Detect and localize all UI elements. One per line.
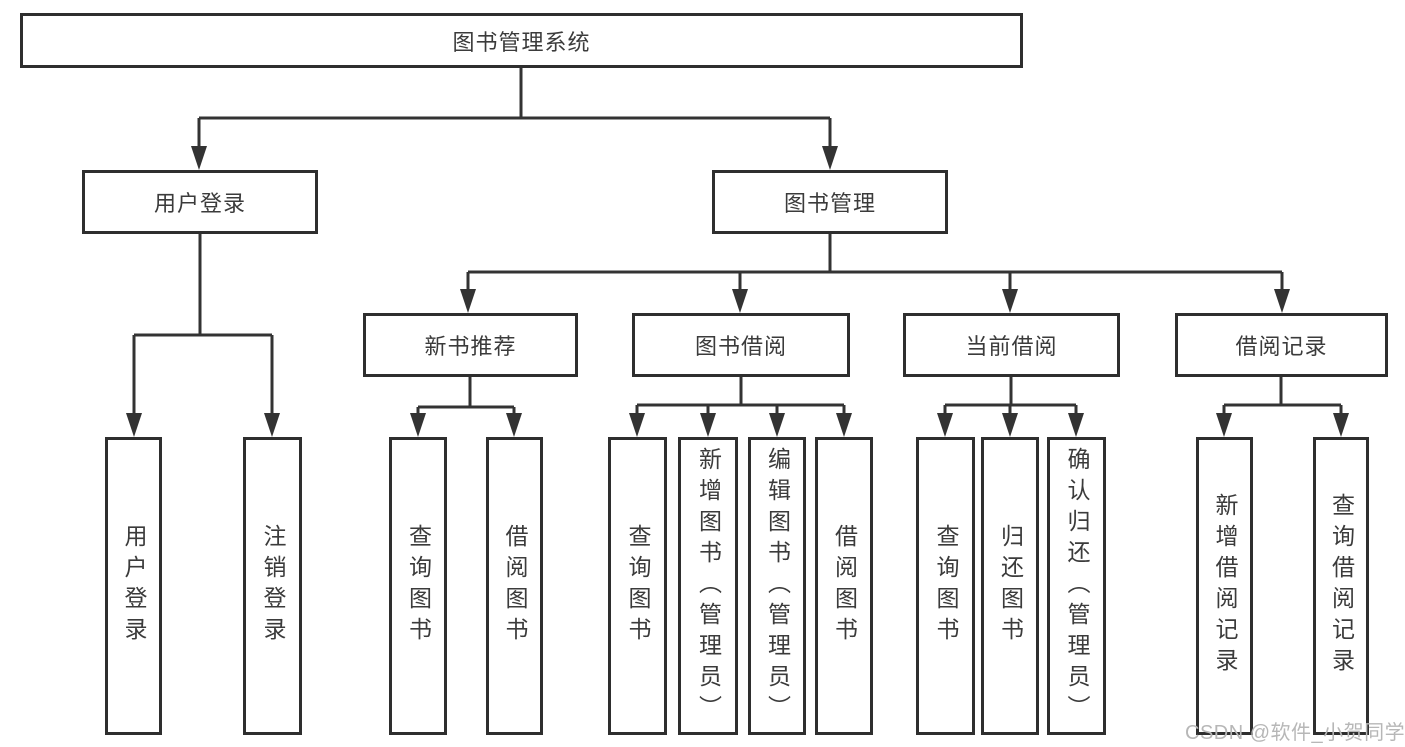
leaf-label: 查询借阅记录: [1328, 493, 1355, 679]
node-root: 图书管理系统: [20, 13, 1023, 68]
node-user-login-label: 用户登录: [153, 191, 246, 216]
leaf-label: 归还图书: [997, 524, 1024, 648]
arrow-down-icon: [836, 413, 852, 437]
leaf-label: 确认归还（管理员）: [1064, 446, 1090, 726]
node-current-borrow-label: 当前借阅: [965, 334, 1058, 359]
node-book-management-label: 图书管理: [783, 191, 876, 216]
connector-root-to-level2: [197, 68, 832, 150]
node-book-borrow-label: 图书借阅: [694, 334, 787, 359]
connector-bookmgmt-to-level3: [466, 234, 1284, 293]
leaf-confirm-return-admin: 确认归还（管理员）: [1047, 437, 1106, 735]
leaf-query-borrow-record: 查询借阅记录: [1313, 437, 1369, 735]
leaf-return-books: 归还图书: [981, 437, 1039, 735]
leaf-label: 编辑图书（管理员）: [764, 446, 791, 726]
connector-userlogin-to-leaves: [132, 234, 274, 417]
node-borrow-records: 借阅记录: [1175, 313, 1388, 377]
connector-bookborrow-to-leaves: [635, 377, 846, 417]
arrow-down-icon: [1068, 413, 1084, 437]
node-current-borrow: 当前借阅: [903, 313, 1120, 377]
node-root-label: 图书管理系统: [452, 29, 591, 55]
node-borrow-records-label: 借阅记录: [1235, 334, 1328, 359]
arrow-down-icon: [410, 413, 426, 437]
leaf-label: 借阅图书: [502, 524, 528, 648]
arrow-down-icon: [1002, 289, 1018, 313]
arrow-down-icon: [264, 413, 280, 437]
leaf-borrow-books-1: 借阅图书: [486, 437, 543, 735]
connector-currentborrow-to-leaves: [943, 377, 1078, 417]
leaf-query-books-3: 查询图书: [916, 437, 975, 735]
leaf-label: 用户登录: [121, 524, 147, 648]
leaf-logout: 注销登录: [243, 437, 302, 735]
leaf-borrow-books-2: 借阅图书: [815, 437, 873, 735]
arrow-down-icon: [1274, 289, 1290, 313]
leaf-query-books-1: 查询图书: [389, 437, 447, 735]
leaf-label: 查询图书: [933, 524, 959, 648]
leaf-label: 新增图书（管理员）: [695, 446, 722, 726]
leaf-label: 查询图书: [625, 524, 651, 648]
arrow-down-icon: [191, 146, 207, 170]
node-new-book-recommend-label: 新书推荐: [424, 334, 517, 359]
arrow-down-icon: [1216, 413, 1232, 437]
leaf-edit-books-admin: 编辑图书（管理员）: [748, 437, 806, 735]
leaf-add-borrow-record: 新增借阅记录: [1196, 437, 1253, 735]
arrow-down-icon: [937, 413, 953, 437]
arrow-down-icon: [629, 413, 645, 437]
leaf-label: 借阅图书: [831, 524, 858, 648]
leaf-label: 注销登录: [260, 524, 286, 648]
connector-borrowrecords-to-leaves: [1222, 377, 1343, 417]
leaf-query-books-2: 查询图书: [608, 437, 667, 735]
leaf-user-login: 用户登录: [105, 437, 162, 735]
leaf-label: 新增借阅记录: [1212, 493, 1238, 679]
arrow-down-icon: [460, 289, 476, 313]
arrow-down-icon: [1333, 413, 1349, 437]
node-user-login: 用户登录: [82, 170, 318, 234]
arrow-down-icon: [700, 413, 716, 437]
arrow-down-icon: [732, 289, 748, 313]
csdn-watermark: CSDN @软件_小贺同学: [1185, 722, 1405, 744]
node-book-management: 图书管理: [712, 170, 948, 234]
arrow-down-icon: [1002, 413, 1018, 437]
arrowheads: [126, 146, 1349, 437]
leaf-label: 查询图书: [405, 524, 432, 648]
arrow-down-icon: [822, 146, 838, 170]
arrow-down-icon: [126, 413, 142, 437]
arrow-down-icon: [769, 413, 785, 437]
connector-newbookrec-to-leaves: [416, 377, 516, 417]
node-new-book-recommend: 新书推荐: [363, 313, 578, 377]
node-book-borrow: 图书借阅: [632, 313, 850, 377]
leaf-add-books-admin: 新增图书（管理员）: [678, 437, 738, 735]
arrow-down-icon: [506, 413, 522, 437]
